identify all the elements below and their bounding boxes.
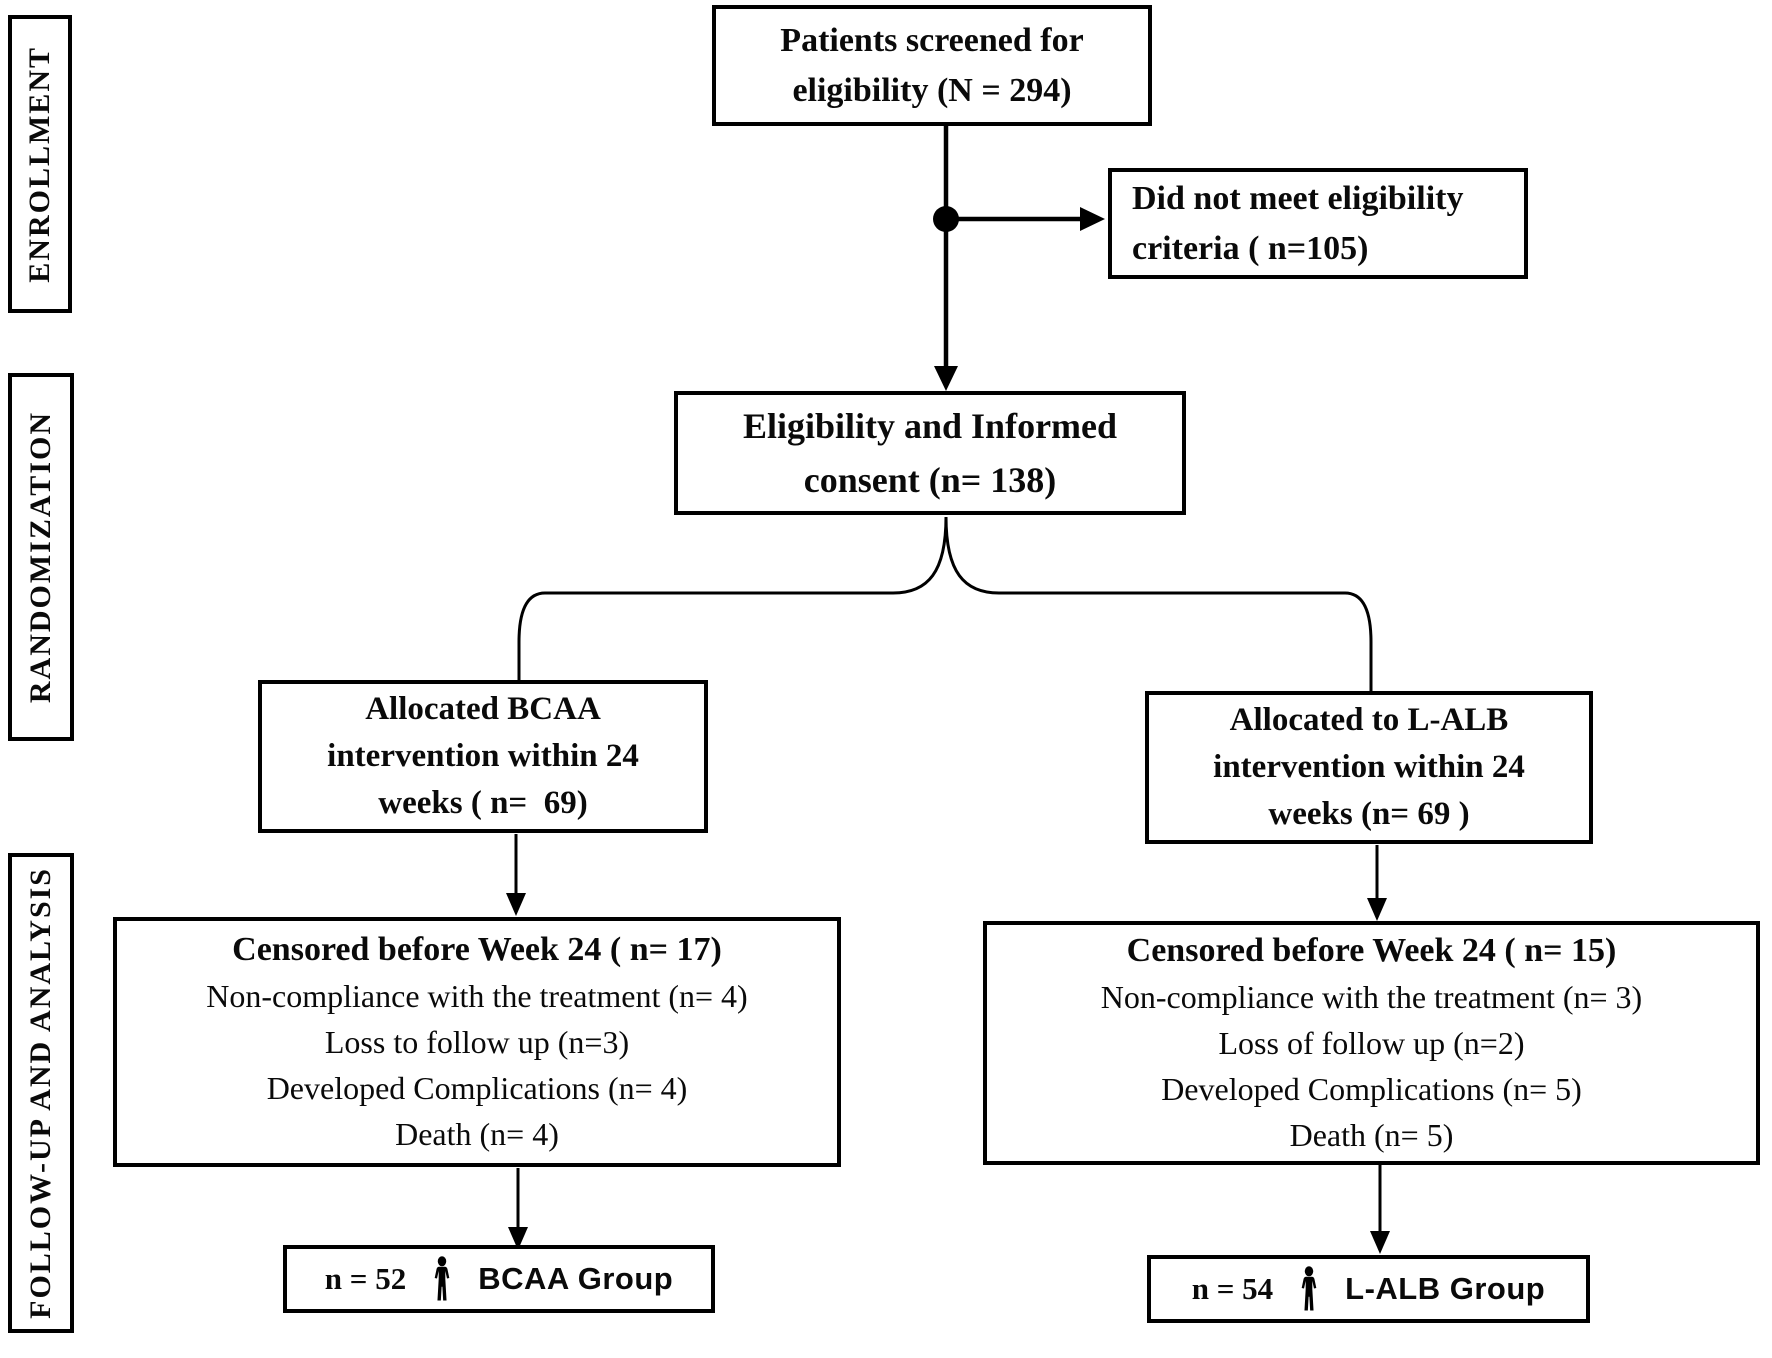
allocated-bcaa-box: Allocated BCAA intervention within 24 we… <box>258 680 708 833</box>
arrowhead-group-bcaa <box>508 1227 528 1250</box>
allocated-lalb-line-2: intervention within 24 <box>1213 749 1525 785</box>
stage-followup-analysis-label: FOLLOW-UP AND ANALYSIS <box>24 867 57 1319</box>
censored-bcaa-item-1: Non-compliance with the treatment (n= 4) <box>206 978 748 1014</box>
allocated-bcaa-line-2: intervention within 24 <box>327 738 639 774</box>
group-bcaa-box: n = 52 BCAA Group <box>283 1245 715 1313</box>
person-icon <box>1301 1266 1317 1311</box>
censored-bcaa-box: Censored before Week 24 ( n= 17) Non-com… <box>113 917 841 1167</box>
arrowhead-right-not-eligible <box>1080 207 1105 231</box>
censored-lalb-box: Censored before Week 24 ( n= 15) Non-com… <box>983 921 1760 1165</box>
group-lalb-box: n = 54 L-ALB Group <box>1147 1255 1590 1323</box>
consent-line-2: consent (n= 138) <box>803 460 1057 500</box>
censored-bcaa-item-4: Death (n= 4) <box>395 1116 559 1152</box>
group-bcaa-count: n = 52 <box>324 1261 407 1296</box>
allocated-bcaa-line-1: Allocated BCAA <box>365 691 601 727</box>
censored-bcaa-title: Censored before Week 24 ( n= 17) <box>232 931 722 968</box>
stage-randomization: RANDOMIZATION <box>8 373 74 741</box>
censored-lalb-item-3: Developed Complications (n= 5) <box>1161 1071 1582 1107</box>
split-bracket-left <box>517 516 948 680</box>
stage-enrollment: ENROLLMENT <box>8 15 72 313</box>
censored-bcaa-item-3: Developed Complications (n= 4) <box>266 1070 688 1106</box>
censored-lalb-item-2: Loss of follow up (n=2) <box>1218 1025 1525 1061</box>
allocated-lalb-box: Allocated to L-ALB intervention within 2… <box>1145 691 1593 844</box>
group-bcaa-label: BCAA Group <box>478 1261 674 1296</box>
screened-line-2: eligibility (N = 294) <box>792 71 1072 109</box>
allocated-lalb-line-3: weeks (n= 69 ) <box>1268 796 1470 832</box>
consent-line-1: Eligibility and Informed <box>742 406 1118 446</box>
screened-box: Patients screened for eligibility (N = 2… <box>712 5 1152 126</box>
consent-box: Eligibility and Informed consent (n= 138… <box>674 391 1186 515</box>
arrowhead-censored-lalb <box>1367 898 1387 921</box>
arrowhead-down-consent <box>934 366 958 391</box>
censored-lalb-item-4: Death (n= 5) <box>1289 1117 1454 1153</box>
stage-enrollment-label: ENROLLMENT <box>23 45 56 283</box>
allocated-bcaa-line-3: weeks ( n= 69) <box>378 785 588 821</box>
allocated-lalb-line-1: Allocated to L-ALB <box>1229 702 1509 738</box>
person-icon <box>434 1256 450 1301</box>
not-eligible-line-1: Did not meet eligibility <box>1132 179 1464 217</box>
group-lalb-label: L-ALB Group <box>1345 1271 1546 1306</box>
censored-bcaa-item-2: Loss to follow up (n=3) <box>324 1024 630 1060</box>
censored-lalb-title: Censored before Week 24 ( n= 15) <box>1126 932 1617 969</box>
screened-line-1: Patients screened for <box>780 21 1084 59</box>
arrowhead-censored-bcaa <box>506 893 526 916</box>
group-lalb-count: n = 54 <box>1191 1271 1274 1306</box>
split-bracket-right <box>944 516 1373 691</box>
stage-followup-analysis: FOLLOW-UP AND ANALYSIS <box>8 853 74 1333</box>
not-eligible-box: Did not meet eligibility criteria ( n=10… <box>1108 168 1528 279</box>
not-eligible-line-2: criteria ( n=105) <box>1132 229 1369 267</box>
censored-lalb-item-1: Non-compliance with the treatment (n= 3) <box>1100 979 1643 1015</box>
stage-randomization-label: RANDOMIZATION <box>24 410 57 704</box>
arrowhead-group-lalb <box>1370 1231 1390 1254</box>
